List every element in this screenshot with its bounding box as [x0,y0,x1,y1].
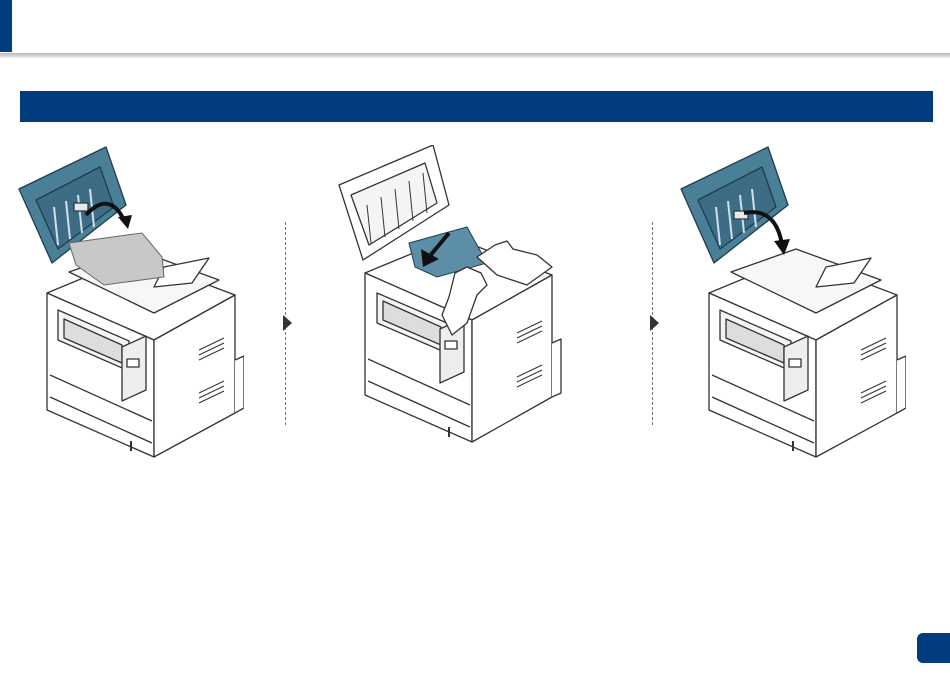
step-2-illustration [337,145,567,480]
step-1-illustration [14,145,244,480]
page-number-badge [917,633,950,663]
step-arrow-2 [650,315,659,331]
step-3-illustration [676,145,906,480]
step-arrow-1 [283,315,292,331]
header-corner-mark [0,0,12,52]
section-title-bar [20,91,933,122]
header-rule [0,53,950,58]
